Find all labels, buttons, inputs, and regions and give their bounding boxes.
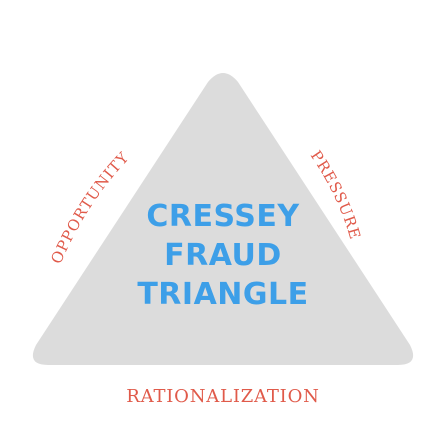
title-line-1: CRESSEY [146, 199, 300, 234]
title-line-2: FRAUD [164, 238, 282, 273]
title-line-3: TRIANGLE [137, 277, 308, 312]
rationalization-label: RATIONALIZATION [126, 386, 319, 407]
triangle-shape [32, 73, 414, 365]
